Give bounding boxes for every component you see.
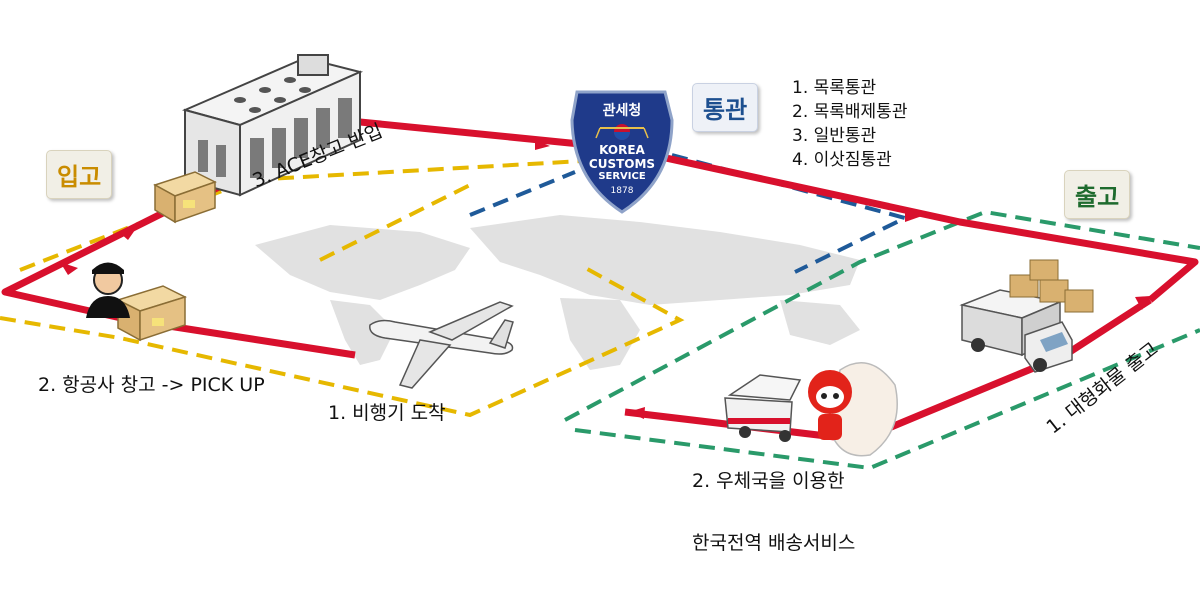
shield-title: 관세청	[602, 103, 642, 119]
box-icon	[115, 285, 188, 342]
step-postal-line1: 2. 우체국을 이용한	[692, 470, 845, 492]
yellow-dashed-route	[0, 148, 685, 418]
shield-line3: SERVICE	[598, 171, 646, 182]
outbound-badge: 출고	[1064, 170, 1131, 219]
worker-icon	[86, 262, 130, 318]
airplane-icon	[369, 301, 514, 389]
clearance-type-item: 3. 일반통관	[792, 126, 877, 146]
clearance-type-list: 1. 목록통관 2. 목록배제통관 3. 일반통관 4. 이삿짐통관	[792, 76, 907, 172]
inbound-badge: 입고	[46, 150, 113, 199]
step-airplane-label: 1. 비행기 도착	[328, 402, 446, 424]
step-pickup-label: 2. 항공사 창고 -> PICK UP	[38, 374, 265, 396]
green-dashed-route	[564, 209, 1200, 471]
clearance-badge: 통관	[692, 83, 759, 132]
clearance-type-item: 1. 목록통관	[792, 78, 877, 98]
shield-year: 1878	[610, 186, 634, 196]
postal-van-icon	[724, 374, 802, 442]
box-icon	[153, 171, 217, 224]
world-map	[255, 215, 860, 370]
clearance-type-item: 2. 목록배제통관	[792, 102, 908, 122]
step-postal-line2: 한국전역 배송서비스	[692, 532, 856, 554]
warehouse-building	[181, 54, 364, 197]
route-arrows	[60, 140, 1150, 419]
shield-line1: KOREA	[599, 143, 645, 157]
postal-mascot-icon	[808, 362, 898, 457]
truck-icon	[959, 259, 1094, 373]
customs-shield-logo	[570, 90, 674, 214]
shield-line2: CUSTOMS	[588, 157, 656, 171]
clearance-type-item: 4. 이삿짐통관	[792, 150, 892, 170]
